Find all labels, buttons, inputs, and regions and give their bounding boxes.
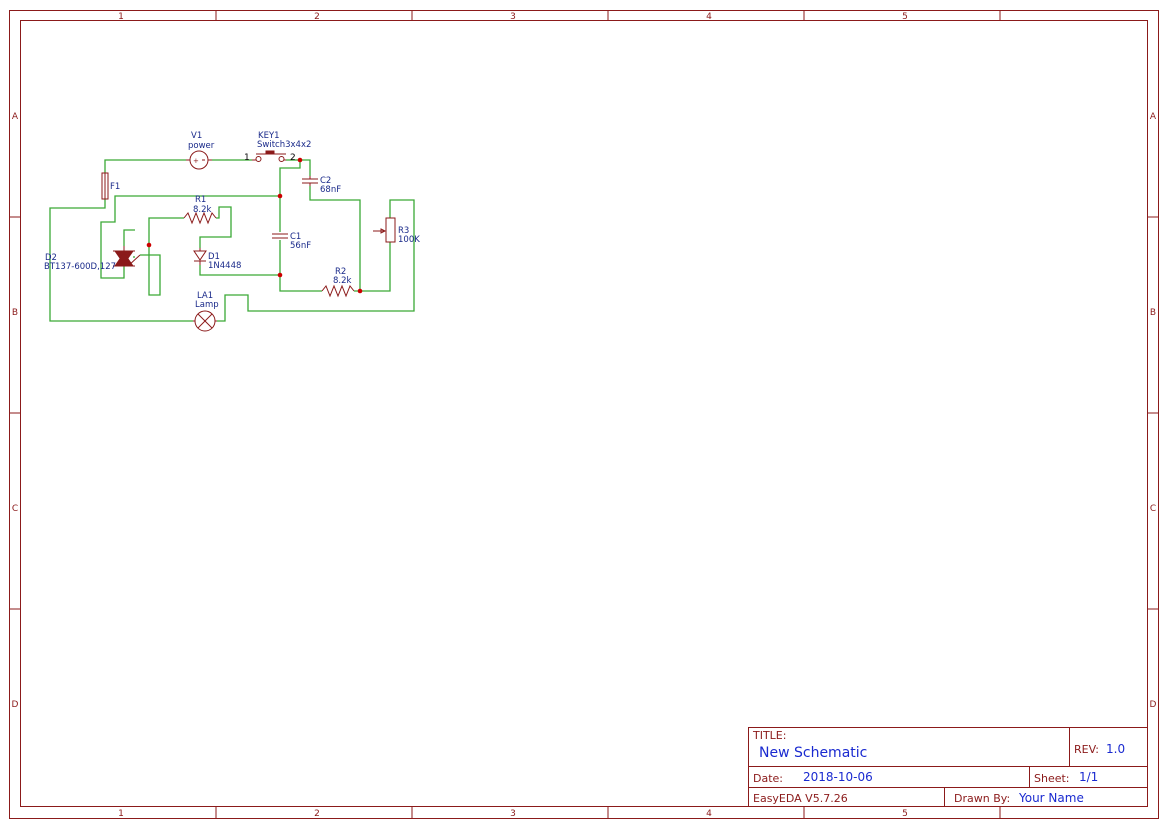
c2-value: 68nF [320,185,341,195]
wire-f1-d2[interactable] [49,199,193,322]
zone-row-left-c: C [12,504,18,514]
title-key: TITLE: [752,729,786,742]
d1-ref: D1 [208,252,220,262]
la1-value: Lamp [195,300,219,310]
zone-row-right-c: C [1150,504,1156,514]
zone-row-right-b: B [1150,308,1156,318]
title-block: TITLE: New Schematic REV: 1.0 Date: 2018… [748,727,1148,807]
la1-ref: LA1 [197,291,213,301]
junctions [146,157,363,294]
wire-f1-v1[interactable] [104,159,186,173]
component-f1[interactable]: F1 [101,172,120,200]
key1-pin2: 2 [290,153,296,163]
wire-r1-left[interactable] [148,217,184,245]
c2-ref: C2 [320,176,331,186]
d2-ref: D2 [45,253,57,263]
zone-row-left-a: A [12,112,19,122]
f1-ref: F1 [110,182,120,192]
wire-gate-lamp[interactable] [140,245,161,296]
zone-row-left-d: D [12,700,19,710]
wire-d1-node[interactable] [199,265,280,276]
wire-node-c1[interactable] [279,160,301,232]
software-version: EasyEDA V5.7.26 [753,792,848,805]
key1-ref: KEY1 [258,131,280,141]
wires [49,159,415,322]
svg-text:+: + [193,157,199,165]
date-key: Date: [753,772,783,785]
zone-col-bottom-4: 4 [706,809,712,819]
drawing-frame [9,10,1159,819]
rev-value: 1.0 [1106,742,1125,756]
wire-r2-node[interactable] [354,242,391,292]
wire-c1node-d2[interactable] [100,195,280,279]
junction-dot [277,193,283,199]
zone-row-left-b: B [12,308,18,318]
date-value: 2018-10-06 [803,770,873,784]
r1-value: 8.2k [193,205,212,215]
component-r1[interactable]: R1 8.2k [183,195,217,225]
drawn-by-value: Your Name [1018,791,1084,805]
c1-value: 56nF [290,241,311,251]
wire-r1-right[interactable] [199,206,232,248]
zone-col-bottom-3: 3 [510,809,516,819]
zone-col-top-5: 5 [902,12,908,22]
component-v1[interactable]: + V1 power [186,131,215,170]
wire-lamp-right[interactable] [217,199,415,322]
r1-ref: R1 [195,195,206,205]
zone-col-top-3: 3 [510,12,516,22]
zone-labels: 1 2 3 4 5 1 2 3 4 5 A B C D A B C D [12,12,1157,819]
r2-ref: R2 [335,267,346,277]
component-d1[interactable]: D1 1N4448 [193,248,241,271]
component-key1[interactable]: 1 2 KEY1 Switch3x4x2 [244,131,311,163]
zone-col-bottom-1: 1 [118,809,124,819]
junction-dot [297,157,303,163]
component-c1[interactable]: C1 56nF [272,232,311,251]
zone-col-top-2: 2 [314,12,320,22]
zone-col-bottom-5: 5 [902,809,908,819]
v1-ref: V1 [191,131,202,141]
component-r2[interactable]: R2 8.2k [321,267,355,298]
drawn-by-key: Drawn By: [954,792,1010,805]
d2-value: BT137-600D,127 [44,262,116,272]
zone-row-right-a: A [1150,112,1157,122]
component-d2[interactable]: D2 BT137-600D,127 [44,246,141,272]
v1-value: power [188,141,215,151]
junction-dot [357,288,363,294]
rev-key: REV: [1074,743,1099,756]
zone-col-bottom-2: 2 [314,809,320,819]
sheet-value: 1/1 [1079,770,1098,784]
r3-value: 100K [398,235,420,245]
component-c2[interactable]: C2 68nF [302,176,341,195]
wire-c2-r2[interactable] [309,186,361,291]
zone-col-top-4: 4 [706,12,712,22]
sheet-key: Sheet: [1034,772,1070,785]
wire-node-c2[interactable] [300,159,311,176]
junction-dot [146,242,152,248]
schematic-title: New Schematic [759,745,867,761]
component-r3[interactable]: R3 100K [373,217,420,245]
d1-value: 1N4448 [208,261,241,271]
key1-value: Switch3x4x2 [257,140,311,150]
key1-pin1: 1 [244,153,250,163]
junction-dot [277,272,283,278]
c1-ref: C1 [290,232,301,242]
r2-value: 8.2k [333,276,352,286]
zone-col-top-1: 1 [118,12,124,22]
r3-ref: R3 [398,226,409,236]
component-la1[interactable]: LA1 Lamp [193,291,219,332]
wire-d2-lampleft[interactable] [123,229,135,246]
wire-c1-r2[interactable] [279,240,322,292]
zone-row-right-d: D [1150,700,1157,710]
